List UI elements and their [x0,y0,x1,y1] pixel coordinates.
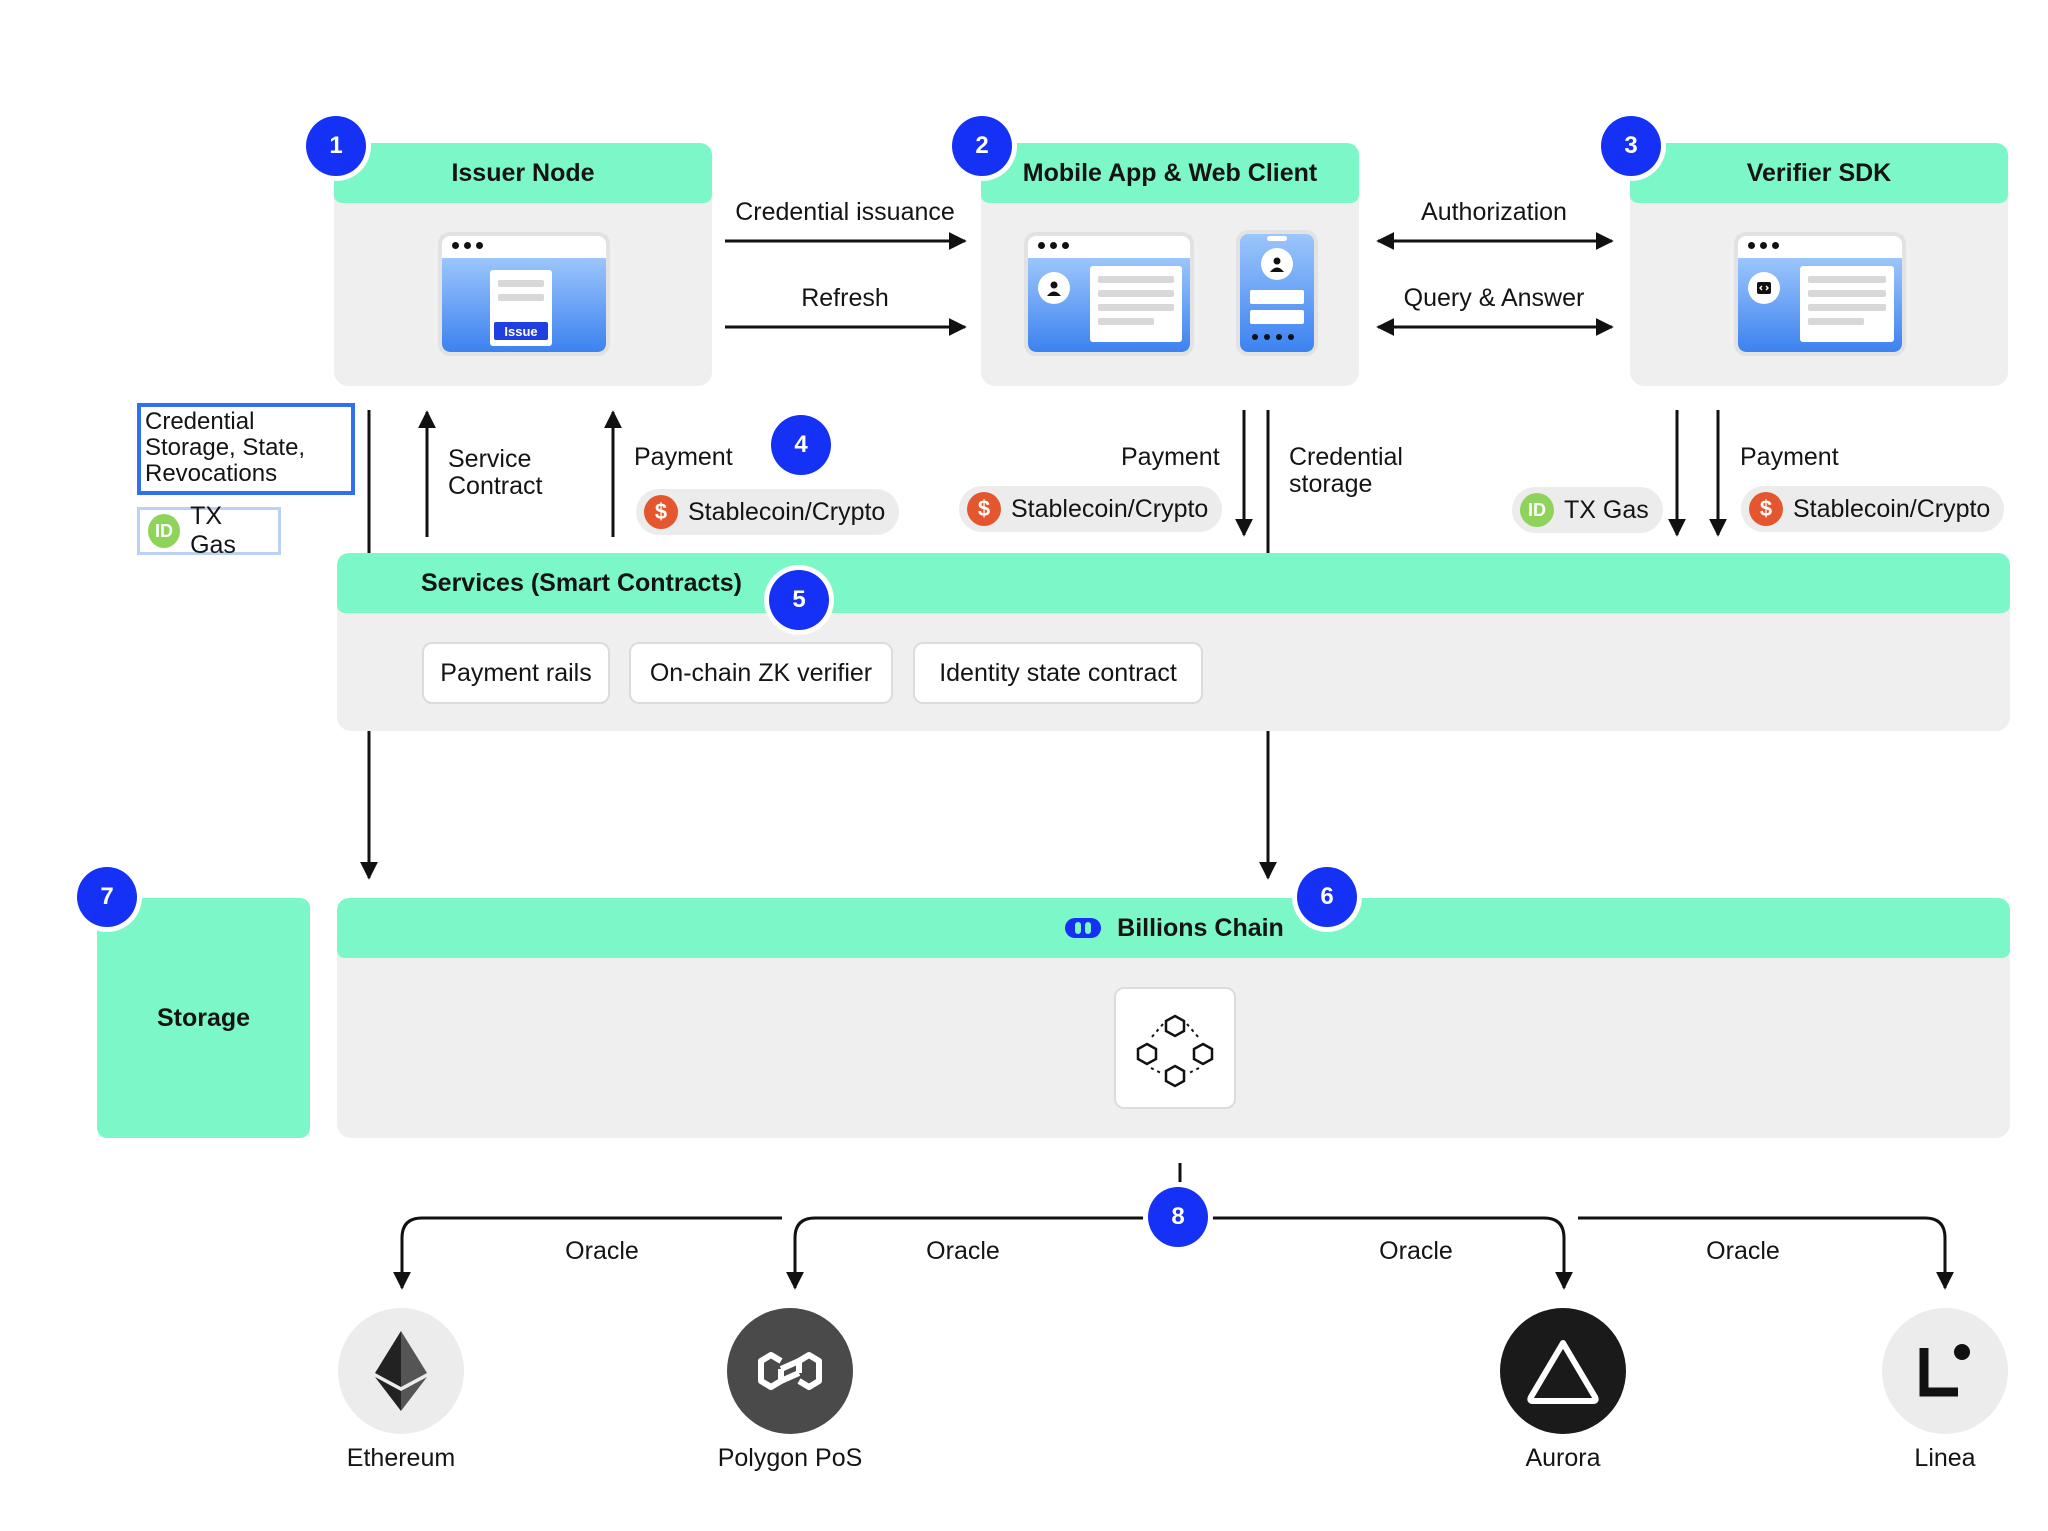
legend-tx-gas-label: TX Gas [190,502,236,559]
arrow-oracle-polygon [786,1216,1180,1290]
pill-label: Stablecoin/Crypto [1011,494,1209,523]
arrow-oracle-aurora [1180,1216,1573,1290]
service-identity-state-contract: Identity state contract [913,642,1203,704]
id-icon: ID [1520,493,1554,527]
step-badge-4: 4 [771,415,831,475]
step-badge-6: 6 [1297,867,1357,927]
label-query-answer: Query & Answer [1403,284,1585,312]
label-credential-issuance: Credential issuance [735,198,955,226]
web-client-illustration [1028,236,1190,352]
mobile-avatar-icon [1261,248,1293,280]
client-document [1090,266,1182,342]
pill-label: Stablecoin/Crypto [688,497,886,526]
legend-credential-storage: Credential Storage, State, Revocations [137,403,355,495]
step-badge-1: 1 [306,116,366,176]
aurora-logo-icon [1500,1308,1626,1434]
storage-box: Storage [97,898,310,1138]
dollar-coin-icon: $ [644,495,678,529]
label-oracle-ethereum: Oracle [565,1237,639,1265]
issuer-browser-illustration: Issue [442,236,606,352]
client-stablecoin-pill: $ Stablecoin/Crypto [959,486,1223,532]
verifier-document [1800,266,1894,342]
label-client-payment: Payment [1121,443,1220,471]
step-badge-8: 8 [1148,1187,1208,1247]
billions-chain-header: Billions Chain [337,898,2010,958]
user-avatar-icon [1038,272,1070,304]
verifier-title: Verifier SDK [1630,143,2008,203]
label-issuer-payment: Payment [634,443,733,471]
label-authorization: Authorization [1421,198,1567,226]
ethereum-logo-icon [338,1308,464,1434]
pill-label: TX Gas [1564,495,1649,524]
polygon-logo-icon [727,1308,853,1434]
services-title: Services (Smart Contracts) [337,553,2010,613]
label-service-contract: Service Contract [448,445,543,500]
arrow-oracle-ethereum [393,1216,782,1290]
verifier-txgas-pill: ID TX Gas [1512,487,1663,533]
label-oracle-aurora: Oracle [1379,1237,1453,1265]
ethereum-name: Ethereum [346,1444,456,1472]
verifier-browser-illustration [1738,236,1902,352]
label-credential-storage: Credential storage [1289,443,1403,498]
client-title: Mobile App & Web Client [981,143,1359,203]
step-badge-3: 3 [1601,116,1661,176]
id-icon: ID [148,514,181,548]
billions-chain-title: Billions Chain [1117,913,1284,942]
aurora-name: Aurora [1525,1444,1601,1472]
mobile-app-illustration [1240,234,1314,352]
network-nodes-icon [1114,987,1236,1109]
legend-tx-gas: ID TX Gas [137,502,281,559]
linea-name: Linea [1914,1444,1976,1472]
label-verifier-payment: Payment [1740,443,1839,471]
linea-logo-icon [1882,1308,2008,1434]
label-refresh: Refresh [801,284,889,312]
issuer-document: Issue [490,270,552,346]
issuer-node-title: Issuer Node [334,143,712,203]
pill-label: Stablecoin/Crypto [1793,494,1991,523]
dollar-coin-icon: $ [967,492,1001,526]
service-payment-rails: Payment rails [422,642,610,704]
polygon-name: Polygon PoS [717,1444,863,1472]
dollar-coin-icon: $ [1749,492,1783,526]
step-badge-7: 7 [77,867,137,927]
step-badge-2: 2 [952,116,1012,176]
arrow-oracle-linea [1578,1216,1954,1290]
billions-logo-icon [1065,918,1102,938]
step-badge-5: 5 [769,570,829,630]
label-oracle-linea: Oracle [1706,1237,1780,1265]
issuer-stablecoin-pill: $ Stablecoin/Crypto [636,489,900,535]
verifier-stablecoin-pill: $ Stablecoin/Crypto [1741,486,2005,532]
label-oracle-polygon: Oracle [926,1237,1000,1265]
service-zk-verifier: On-chain ZK verifier [629,642,893,704]
issue-button: Issue [494,322,548,340]
code-icon [1748,272,1780,304]
